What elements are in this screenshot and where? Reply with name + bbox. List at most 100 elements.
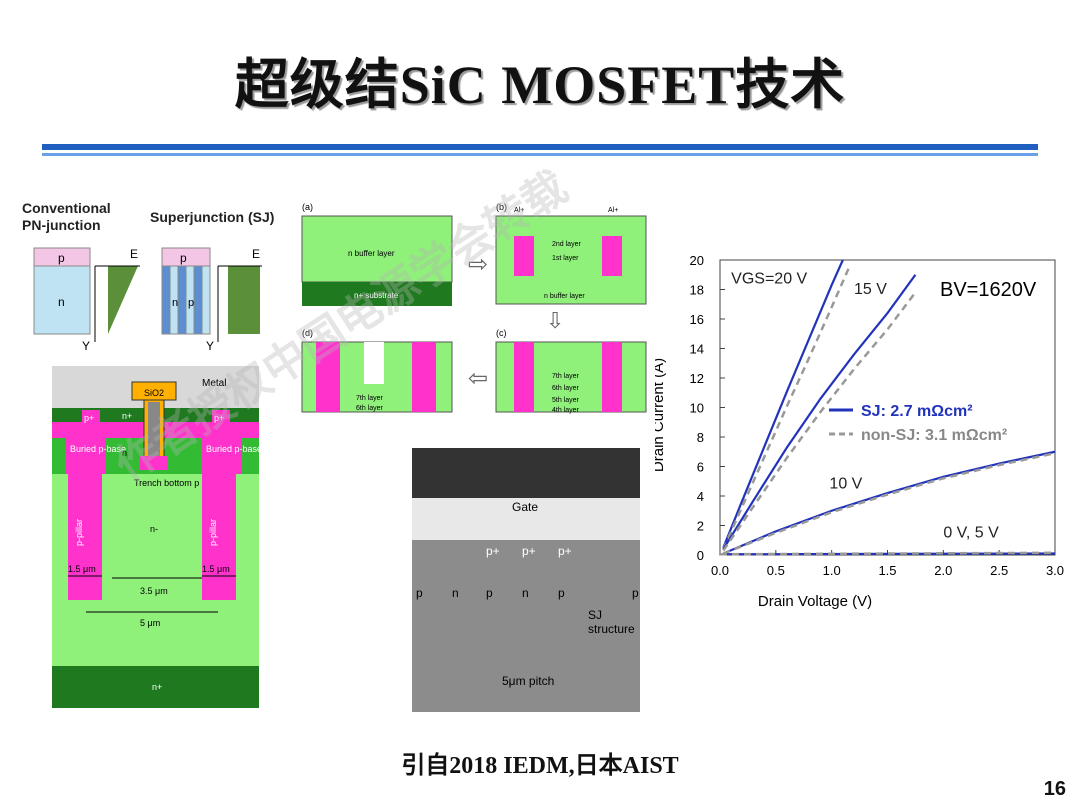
- conv-field-triangle: [108, 266, 138, 334]
- svg-text:5 μm: 5 μm: [140, 618, 160, 628]
- svg-text:1st layer: 1st layer: [552, 255, 579, 262]
- concept-diagrams: p n E Y p n p E Y: [33, 247, 262, 353]
- sj-stripe-p: p: [188, 297, 194, 309]
- svg-text:p+: p+: [84, 413, 94, 423]
- trench-bottom-p: [140, 456, 168, 470]
- conv-n-region: [33, 265, 91, 335]
- series-line-non-sj: [722, 452, 1056, 555]
- slide-title: 超级结SiC MOSFET技术: [234, 55, 846, 115]
- title-divider-thin: [42, 153, 1038, 156]
- sem-pitch-label: 5μm pitch: [502, 674, 555, 688]
- p-pillar-right: [202, 474, 236, 600]
- svg-text:(b): (b): [496, 202, 507, 212]
- svg-text:7th layer: 7th layer: [356, 395, 384, 402]
- sj-y-label: Y: [206, 339, 214, 353]
- svg-text:4th layer: 4th layer: [552, 407, 580, 414]
- curve-label: 0 V, 5 V: [943, 524, 999, 541]
- y-tick-label: 12: [690, 371, 704, 386]
- series-line-non-sj: [722, 291, 917, 552]
- chart-series: [719, 259, 1056, 556]
- device-cross-section: Metal Buried p-base Buried p-base p+ p+ …: [52, 366, 259, 708]
- y-tick-label: 20: [690, 253, 704, 268]
- page-number: 16: [1043, 778, 1066, 800]
- conv-y-label: Y: [82, 339, 90, 353]
- n-plus-substrate: [52, 666, 259, 708]
- svg-text:Al+: Al+: [608, 207, 618, 214]
- title-divider: [42, 144, 1038, 150]
- svg-text:(a): (a): [302, 202, 313, 212]
- y-tick-label: 6: [697, 460, 704, 475]
- svg-text:n+ substrate: n+ substrate: [354, 291, 399, 300]
- y-axis-label: Drain Current (A): [655, 358, 667, 472]
- x-tick-label: 1.0: [823, 563, 841, 578]
- svg-text:1.5 μm: 1.5 μm: [202, 564, 230, 574]
- svg-text:(c): (c): [496, 328, 507, 338]
- series-line-non-sj: [722, 268, 850, 550]
- citation-footer: 引自2018 IEDM,日本AIST: [401, 753, 679, 779]
- y-tick-label: 18: [690, 283, 704, 298]
- bv-annotation: BV=1620V: [940, 279, 1037, 301]
- buried-pbase-right: [202, 438, 242, 474]
- poly-si: [148, 402, 160, 460]
- conv-n-text: n: [58, 295, 65, 309]
- svg-text:⇦: ⇦: [468, 365, 488, 392]
- buried-label-right: Buried p-base: [206, 444, 259, 454]
- y-tick-label: 2: [697, 519, 704, 534]
- svg-text:n buffer layer: n buffer layer: [544, 293, 585, 300]
- x-tick-label: 2.5: [990, 563, 1008, 578]
- svg-text:⇩: ⇩: [546, 308, 564, 333]
- sj-e-label: E: [252, 247, 260, 261]
- x-tick-label: 1.5: [878, 563, 896, 578]
- svg-text:2nd layer: 2nd layer: [552, 241, 581, 248]
- sj-field-rect: [228, 266, 260, 334]
- metal-label: Metal: [202, 378, 226, 389]
- svg-text:n+: n+: [152, 682, 162, 692]
- curve-label: 15 V: [854, 281, 887, 298]
- x-axis-label: Drain Voltage (V): [758, 593, 872, 610]
- conv-e-label: E: [130, 247, 138, 261]
- svg-text:n+: n+: [122, 411, 132, 421]
- svg-text:p-pillar: p-pillar: [208, 519, 218, 546]
- conv-p-text: p: [58, 251, 65, 265]
- x-tick-label: 0.5: [767, 563, 785, 578]
- series-line-non-sj: [719, 551, 1056, 556]
- y-tick-label: 8: [697, 430, 704, 445]
- svg-text:Al+: Al+: [514, 207, 524, 214]
- svg-text:7th layer: 7th layer: [552, 373, 580, 380]
- curve-label: 10 V: [829, 476, 862, 493]
- p-pillar-left: [68, 474, 102, 600]
- svg-text:⇨: ⇨: [468, 251, 488, 278]
- y-tick-label: 16: [690, 312, 704, 327]
- curve-label: VGS=20 V: [731, 271, 807, 288]
- trench-bottom-label: Trench bottom p: [134, 478, 199, 488]
- legend-sj: SJ: 2.7 mΩcm²: [861, 403, 973, 420]
- conventional-label: Conventional PN-junction: [22, 200, 111, 233]
- buried-pbase-left: [66, 438, 106, 474]
- chart-legend: SJ: 2.7 mΩcm² non-SJ: 3.1 mΩcm²: [829, 403, 1007, 444]
- svg-text:6th layer: 6th layer: [356, 405, 384, 412]
- x-tick-label: 2.0: [934, 563, 952, 578]
- x-tick-label: 3.0: [1046, 563, 1064, 578]
- n-minus-label: n-: [150, 524, 158, 534]
- y-tick-label: 14: [690, 342, 704, 357]
- y-tick-label: 10: [690, 401, 704, 416]
- series-line-sj: [722, 274, 917, 550]
- legend-non-sj: non-SJ: 3.1 mΩcm²: [861, 427, 1007, 444]
- buried-label-left: Buried p-base: [70, 444, 126, 454]
- sj-stripe-n: n: [172, 297, 178, 309]
- series-line-sj: [722, 259, 844, 549]
- chart-labels: VGS=20 V 15 V 10 V 0 V, 5 V: [731, 271, 999, 542]
- series-line-sj: [722, 450, 1056, 555]
- y-tick-label: 4: [697, 489, 704, 504]
- sem-sj-label: SJ structure: [588, 608, 635, 636]
- svg-text:1.5 μm: 1.5 μm: [68, 564, 96, 574]
- svg-text:6th layer: 6th layer: [552, 385, 580, 392]
- y-tick-label: 0: [697, 548, 704, 563]
- svg-text:5th layer: 5th layer: [552, 397, 580, 404]
- sj-p-text: p: [180, 251, 187, 265]
- sio2-label: SiO2: [144, 388, 164, 398]
- svg-text:(d): (d): [302, 328, 313, 338]
- svg-text:p+: p+: [214, 413, 224, 423]
